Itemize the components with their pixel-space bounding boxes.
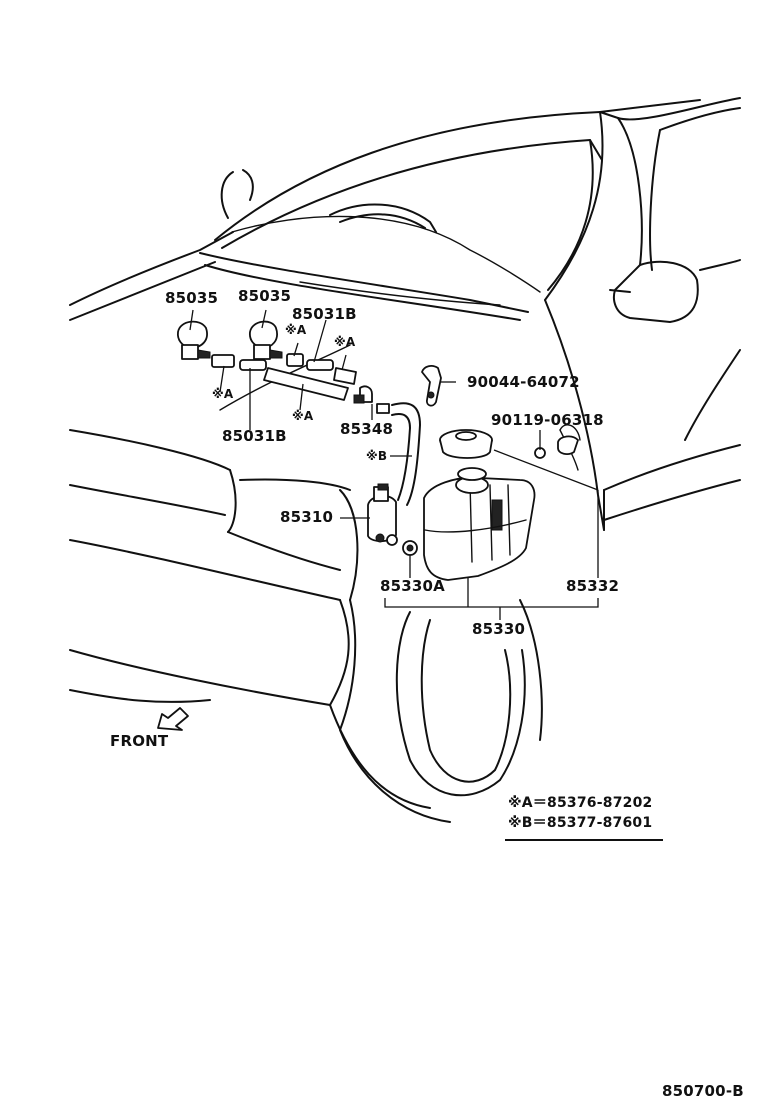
label-nozzle-right: 85035 [238, 287, 292, 305]
washer-hoses [211, 353, 421, 506]
label-tank-assy: 85330 [472, 620, 526, 638]
car-body-outline [69, 97, 741, 823]
callout-a-2: ※A [334, 335, 356, 349]
label-inlet: 85332 [566, 577, 620, 595]
legend-line-b: ※B＝85377-87601 [508, 815, 653, 831]
legend-line-a: ※A＝85376-87202 [508, 795, 653, 811]
callout-a-3: ※A [212, 387, 234, 401]
label-pump: 85310 [280, 508, 334, 526]
label-valve: 85348 [340, 420, 394, 438]
front-label: FRONT [110, 732, 169, 750]
label-hose-lower: 85031B [222, 427, 287, 445]
front-arrow-icon [157, 707, 189, 731]
washer-pump [367, 483, 398, 546]
figure-id: 850700-B [662, 1082, 744, 1100]
washer-tank [402, 429, 579, 581]
hose-clip [421, 365, 442, 407]
leader-lines [189, 309, 599, 620]
callout-b: ※B [366, 449, 388, 463]
washer-nozzle-left [177, 320, 211, 360]
callout-a-1: ※A [285, 323, 307, 337]
label-hose-upper: 85031B [292, 305, 357, 323]
label-nut: 90119-06318 [491, 411, 604, 429]
label-clip: 90044-64072 [467, 373, 580, 391]
label-grommet: 85330A [380, 577, 445, 595]
washer-nozzle-right [249, 320, 283, 360]
label-nozzle-left: 85035 [165, 289, 219, 307]
callout-a-4: ※A [292, 409, 314, 423]
